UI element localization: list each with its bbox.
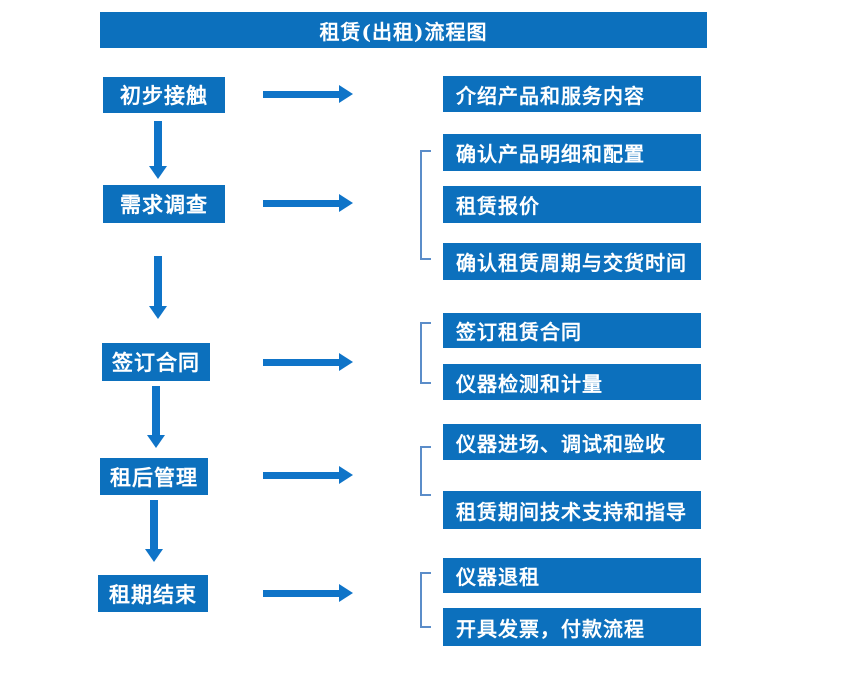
right-arrow-icon	[263, 353, 353, 371]
arrow-head	[339, 353, 353, 371]
step-label: 初步接触	[120, 83, 208, 108]
step-label: 需求调查	[120, 192, 208, 217]
output-box: 租赁报价	[443, 186, 701, 223]
output-label: 签订租赁合同	[456, 320, 582, 344]
step-box-sign-contract: 签订合同	[102, 343, 210, 381]
output-label: 仪器进场、调试和验收	[456, 431, 666, 456]
output-label: 仪器退租	[456, 565, 540, 589]
arrow-head	[147, 435, 165, 448]
arrow-shaft	[263, 359, 339, 366]
right-arrow-icon	[263, 466, 353, 484]
step-label: 签订合同	[112, 350, 200, 375]
output-box: 仪器退租	[443, 558, 701, 593]
output-box: 仪器进场、调试和验收	[443, 424, 701, 460]
output-label: 确认租赁周期与交货时间	[456, 251, 687, 275]
output-label: 开具发票，付款流程	[456, 616, 645, 641]
arrow-head	[339, 584, 353, 602]
down-arrow-icon	[147, 386, 165, 448]
output-box: 确认产品明细和配置	[443, 134, 701, 171]
right-arrow-icon	[263, 194, 353, 212]
arrow-shaft	[263, 91, 339, 98]
arrow-shaft	[152, 386, 160, 435]
group-bracket	[420, 150, 431, 260]
arrow-head	[145, 549, 163, 562]
step-box-demand-survey: 需求调查	[103, 185, 225, 223]
step-box-post-rental-management: 租后管理	[100, 458, 208, 495]
output-box: 签订租赁合同	[443, 313, 701, 348]
arrow-shaft	[154, 256, 162, 306]
group-bracket	[420, 322, 431, 384]
step-label: 租后管理	[110, 464, 198, 490]
page-title: 租赁(出租)流程图	[319, 19, 488, 44]
title-bar: 租赁(出租)流程图	[100, 12, 707, 48]
step-box-initial-contact: 初步接触	[103, 77, 225, 113]
down-arrow-icon	[149, 256, 167, 319]
output-label: 仪器检测和计量	[456, 371, 603, 396]
arrow-shaft	[263, 200, 339, 207]
group-bracket	[420, 572, 431, 628]
arrow-shaft	[263, 472, 339, 479]
output-box: 仪器检测和计量	[443, 364, 701, 400]
arrow-head	[149, 166, 167, 179]
arrow-shaft	[150, 500, 158, 549]
right-arrow-icon	[263, 584, 353, 602]
right-arrow-icon	[263, 85, 353, 103]
output-box: 介绍产品和服务内容	[443, 76, 701, 112]
arrow-shaft	[263, 590, 339, 597]
output-label: 介绍产品和服务内容	[456, 83, 645, 108]
arrow-head	[339, 194, 353, 212]
output-box: 开具发票，付款流程	[443, 608, 701, 646]
arrow-head	[339, 466, 353, 484]
arrow-shaft	[154, 121, 162, 166]
arrow-head	[339, 85, 353, 103]
output-box: 确认租赁周期与交货时间	[443, 243, 701, 280]
output-label: 租赁期间技术支持和指导	[456, 499, 687, 524]
output-label: 租赁报价	[456, 194, 540, 218]
down-arrow-icon	[145, 500, 163, 562]
down-arrow-icon	[149, 121, 167, 179]
arrow-head	[149, 306, 167, 319]
output-box: 租赁期间技术支持和指导	[443, 491, 701, 529]
output-label: 确认产品明细和配置	[456, 142, 645, 166]
step-label: 租期结束	[109, 581, 197, 607]
step-box-rental-period-end: 租期结束	[98, 575, 208, 612]
group-bracket	[420, 446, 431, 496]
